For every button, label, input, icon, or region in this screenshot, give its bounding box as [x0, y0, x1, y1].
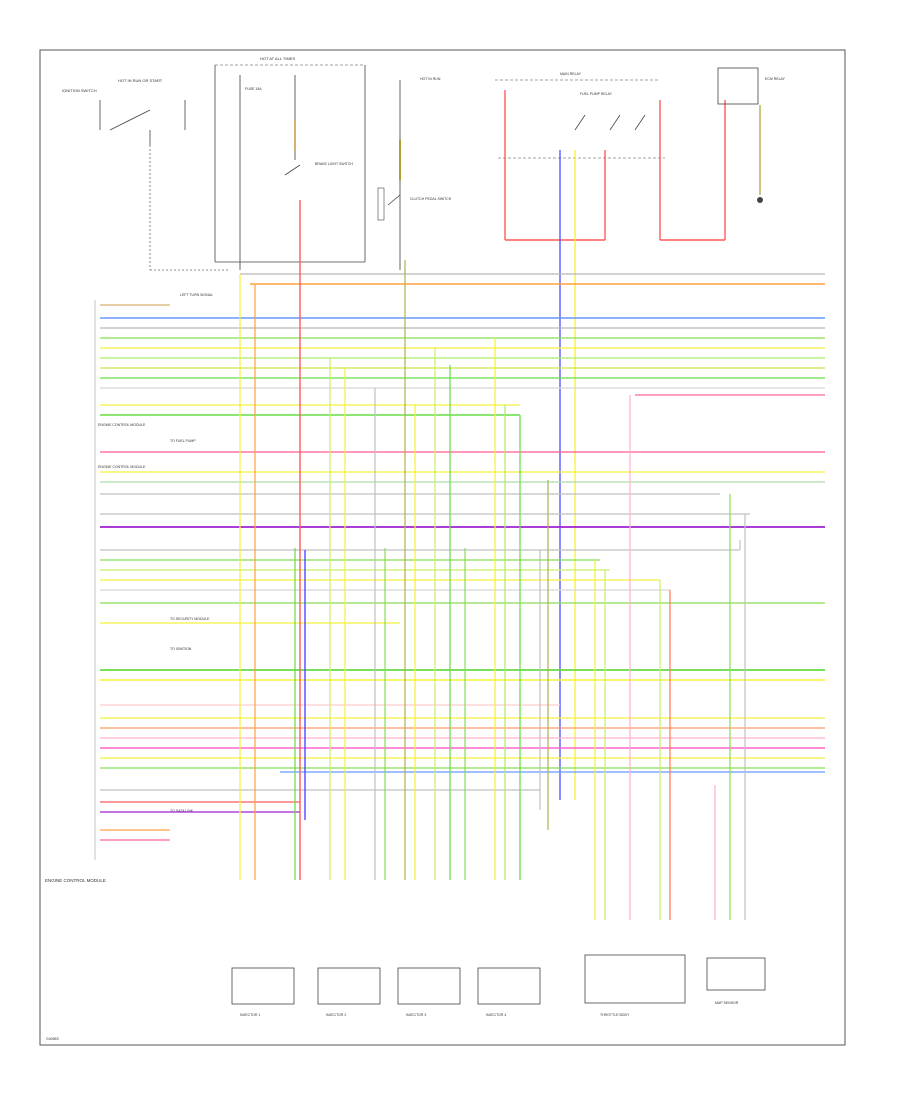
hot-in-run-label: HOT IN RUN — [420, 77, 441, 81]
clutch-switch-label: CLUTCH PEDAL SWITCH — [410, 197, 452, 201]
fuse-and-brake-group: HOT AT ALL TIMES FUSE 15A BRAKE LIGHT SW… — [214, 56, 366, 270]
hot-at-all-times-label: HOT AT ALL TIMES — [260, 56, 295, 61]
ecm-label: ENGINE CONTROL MODULE — [45, 878, 106, 883]
ecm-connector: ENGINE CONTROL MODULE ENGINE CONTROL MOD… — [45, 293, 213, 883]
vertical-wires — [239, 200, 746, 920]
map-sensor-label: MAP SENSOR — [715, 1001, 739, 1005]
throttle-body-label: THROTTLE BODY — [600, 1013, 630, 1017]
fuse-label: FUSE 15A — [245, 87, 262, 91]
injector-4: INJECTOR 4 — [477, 967, 541, 1017]
injector-2-label: INJECTOR 2 — [326, 1013, 346, 1017]
fuel-pump-note: TO FUEL PUMP — [170, 439, 196, 443]
main-relay-label: MAIN RELAY — [560, 72, 582, 76]
ignition-switch: IGNITION SWITCH HOT IN RUN OR START — [62, 78, 230, 271]
wire-bundle — [100, 273, 825, 841]
ignition-switch-note: HOT IN RUN OR START — [118, 78, 163, 83]
brake-switch-label: BRAKE LIGHT SWITCH — [315, 162, 353, 166]
ecm-group-label-1: ENGINE CONTROL MODULE — [98, 423, 146, 427]
ecm-group-label-2: ENGINE CONTROL MODULE — [98, 465, 146, 469]
security-note: TO SECURITY MODULE — [170, 617, 210, 621]
relay-group: MAIN RELAY FUEL PUMP RELAY ECM RELAY — [495, 67, 786, 800]
ignition-switch-label: IGNITION SWITCH — [62, 88, 97, 93]
injector-1-label: INJECTOR 1 — [240, 1013, 260, 1017]
throttle-body: THROTTLE BODY — [584, 954, 686, 1017]
fuel-pump-relay-label: FUEL PUMP RELAY — [580, 92, 613, 96]
injector-3: INJECTOR 3 — [397, 967, 461, 1017]
data-link-note: TO DATA LINK — [170, 809, 194, 813]
ecm-relay-label: ECM RELAY — [765, 77, 786, 81]
injector-4-label: INJECTOR 4 — [486, 1013, 506, 1017]
left-turn-note: LEFT TURN SIGNAL — [180, 293, 213, 297]
ignition-note: TO IGNITION — [170, 647, 192, 651]
injector-3-label: INJECTOR 3 — [406, 1013, 426, 1017]
injector-2: INJECTOR 2 — [317, 967, 381, 1017]
clutch-switch: CLUTCH PEDAL SWITCH HOT IN RUN — [377, 77, 452, 270]
injector-1: INJECTOR 1 — [231, 967, 295, 1017]
map-sensor: MAP SENSOR — [706, 957, 766, 1005]
diagram-border — [39, 49, 846, 1046]
footer-code: G4065S — [46, 1037, 60, 1041]
